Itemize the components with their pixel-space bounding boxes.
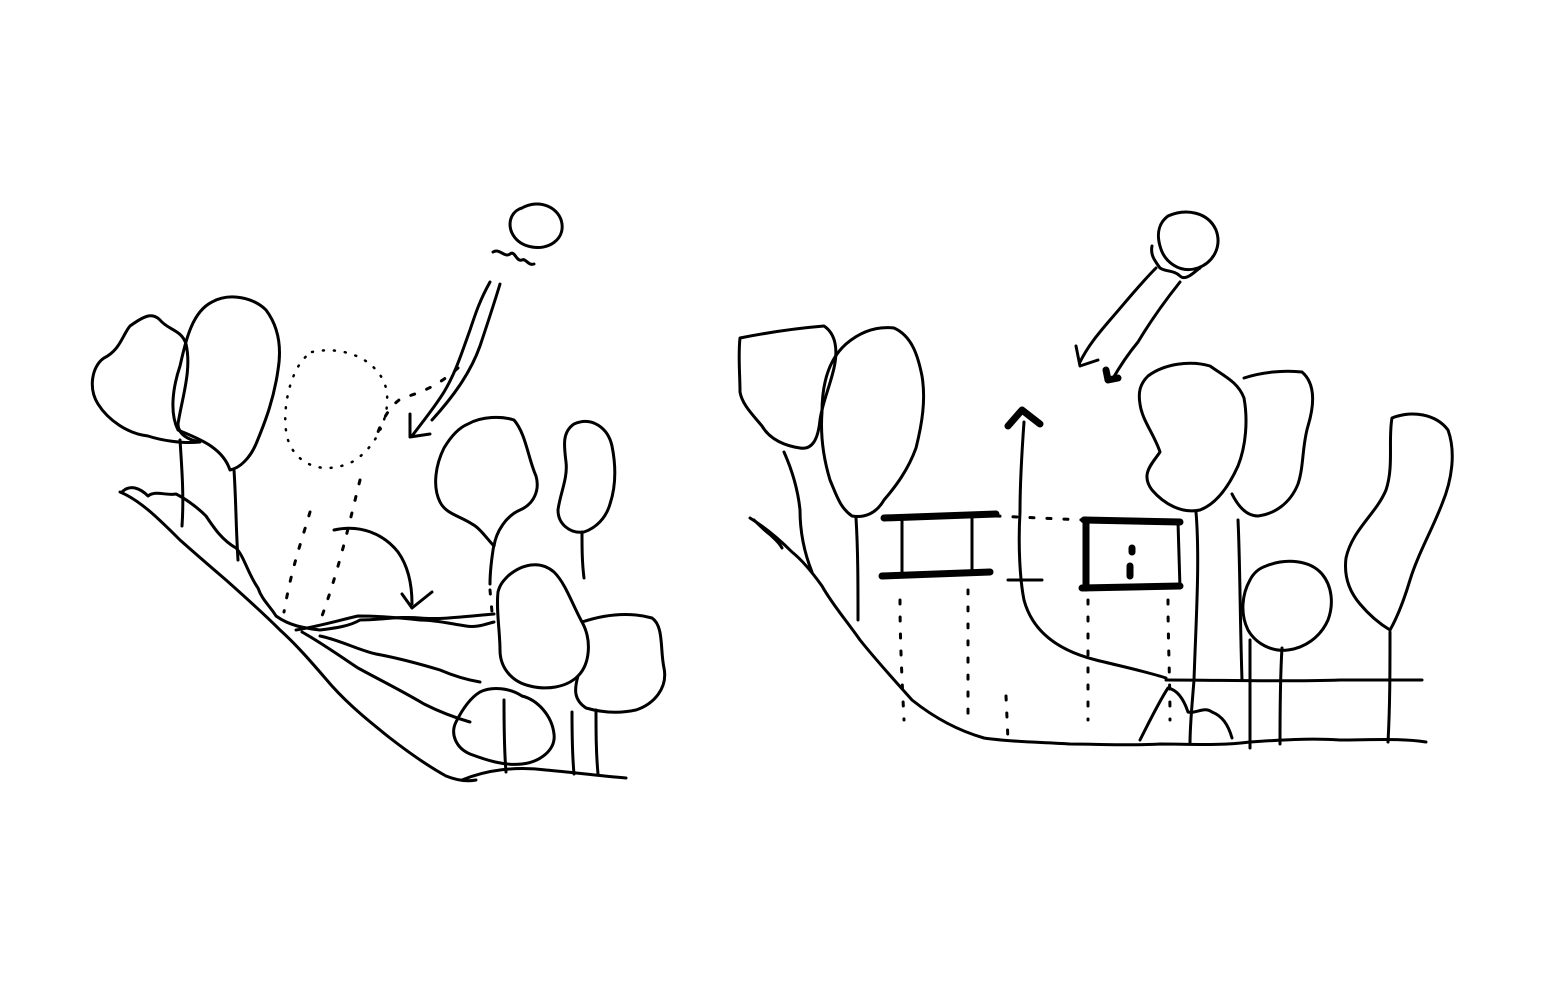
tree-trunk-6 — [594, 708, 600, 776]
upward-arrow — [1017, 420, 1168, 680]
valley-left-strokes — [752, 518, 784, 550]
pavilion-1-piers-1 — [898, 598, 906, 722]
sun-ray-arrowhead-left — [408, 412, 432, 439]
sun-flare-right — [1150, 244, 1202, 280]
valley-terrain — [748, 516, 1428, 747]
valley-stray-marks — [1004, 694, 1010, 742]
sun-ray-dotted-left — [376, 366, 460, 434]
tree-canopy-3 — [434, 415, 539, 548]
tree-canopy-9 — [1137, 361, 1248, 513]
tree-canopy-6 — [574, 613, 667, 714]
sloped-terrain-inner — [300, 630, 472, 724]
tree-canopy-block — [737, 324, 838, 450]
tree-trunk-1 — [178, 438, 185, 528]
pavilion-2-right-wall — [1176, 520, 1182, 590]
tree-canopy-4 — [556, 420, 617, 534]
upward-arrowhead — [1004, 406, 1044, 430]
tree-canopy-11 — [1344, 412, 1454, 632]
tree-trunk-9 — [1188, 510, 1200, 746]
sun-icon-left — [508, 202, 564, 250]
tree-canopy-1 — [90, 314, 202, 444]
pavilion-2-floor — [1078, 582, 1184, 592]
sloped-terrain-top — [120, 486, 496, 632]
pavilion-1-roof — [880, 510, 1000, 522]
tree-canopy-2 — [171, 295, 281, 472]
pavilion-link-dash — [994, 514, 1086, 522]
sun-squiggle-left — [491, 249, 536, 266]
hillside-sketch — [90, 202, 667, 783]
tree-canopy-8 — [820, 326, 926, 518]
valley-sketch — [737, 210, 1454, 750]
dotted-shade-circle — [284, 349, 389, 470]
dotted-drop-line-3 — [488, 588, 494, 614]
tree-canopy-7 — [452, 687, 556, 766]
tree-trunk-4 — [580, 530, 586, 580]
tree-trunk-3 — [488, 542, 496, 586]
sun-ray-arrow-right-2 — [1110, 280, 1182, 382]
pavilion-1-floor — [878, 568, 994, 580]
sloped-terrain-lower — [118, 490, 478, 783]
tree-trunk-8 — [854, 516, 860, 622]
sun-ray-arrowhead-right — [1074, 344, 1100, 368]
tree-canopy-12 — [1241, 559, 1333, 652]
sun-ray-arrow-left-2 — [430, 282, 502, 422]
tree-trunk-7 — [502, 698, 508, 774]
tree-trunk-12b — [1278, 646, 1284, 746]
tree-trunk-5 — [570, 710, 576, 776]
sun-icon-right — [1156, 210, 1220, 271]
tree-trunk-11 — [1386, 630, 1392, 744]
ground-bottom-left — [460, 767, 628, 782]
pavilion-2-center-mark — [1126, 544, 1136, 580]
sun-ray-arrowhead-right-2 — [1102, 366, 1122, 384]
curved-arrowhead — [400, 590, 434, 610]
curved-arrow — [332, 526, 414, 606]
valley-left-slope — [782, 450, 814, 574]
tree-canopy-5 — [495, 563, 590, 690]
sloped-terrain-cut — [294, 614, 496, 632]
tree-canopy-10 — [1230, 369, 1314, 518]
dotted-drop-line-1 — [282, 510, 312, 614]
dotted-drop-line-2 — [320, 478, 362, 618]
ground-line-right — [1164, 678, 1424, 683]
sun-ray-arrow-left — [410, 280, 492, 438]
pavilion-2-roof — [1080, 516, 1184, 526]
pavilion-2-piers-2 — [1166, 598, 1172, 722]
valley-slope-bank — [1138, 686, 1234, 742]
sloped-terrain-wedge — [318, 634, 482, 684]
tree-trunk-10 — [1236, 518, 1244, 682]
sun-ray-arrow-right — [1078, 266, 1158, 364]
